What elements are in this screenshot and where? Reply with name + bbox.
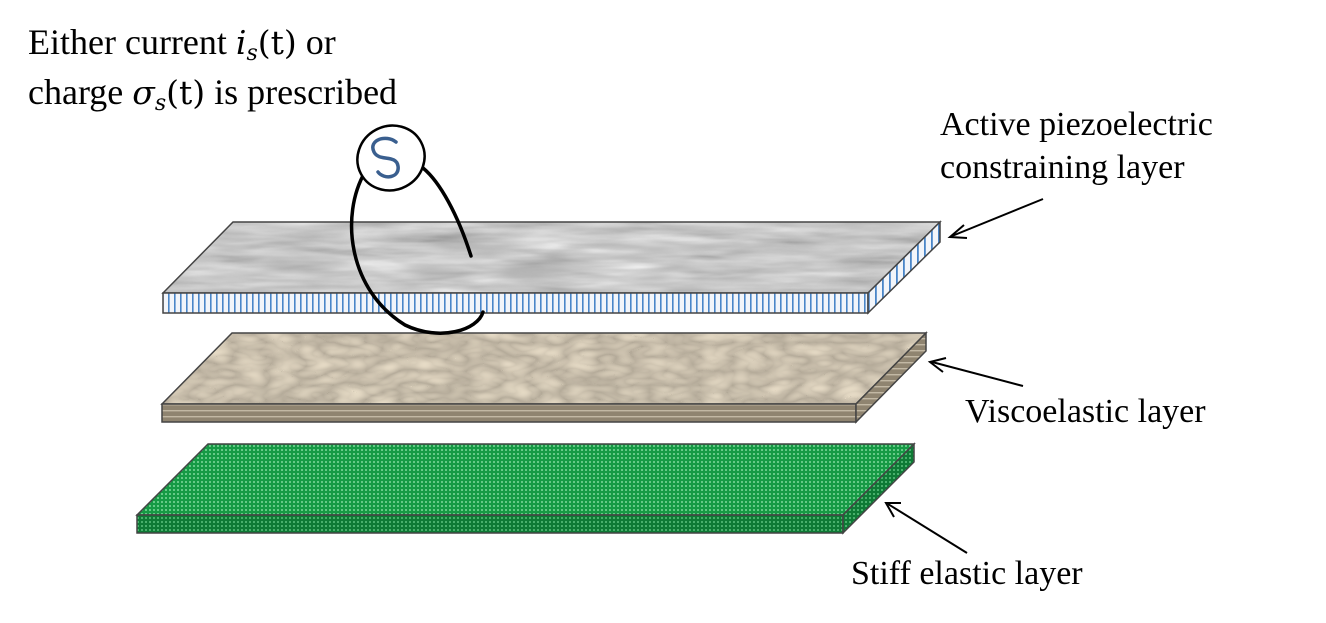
visco-front-face [161,403,857,423]
arrow-elastic [884,502,968,554]
caption-line-1: Either current is(t) or [28,24,336,65]
viscoelastic-layer [160,331,928,424]
label-viscoelastic: Viscoelastic layer [965,393,1206,430]
label-piezo-line-1: Active piezoelectric [940,106,1213,143]
arrow-piezo [947,198,1044,239]
source-circuit [349,124,485,335]
circuit-wire-right [421,166,473,258]
caption-line-1-prefix: Either current [28,22,236,62]
stiff-elastic-layer [135,442,916,535]
label-piezo-line-2: constraining layer [940,149,1185,186]
circuit-wire [349,170,485,335]
charge-symbol: σs(t) [132,73,206,116]
label-stiff-elastic: Stiff elastic layer [851,555,1083,592]
piezoelectric-layer [161,220,942,315]
visco-side-face [855,331,927,424]
caption-line-2: charge σs(t) is prescribed [28,74,397,115]
current-symbol: is(t) [235,23,297,66]
elastic-top-face [135,443,916,516]
arrow-visco [927,357,1024,387]
caption-line-2-suffix: is prescribed [205,72,398,112]
sine-wave-icon [371,136,400,179]
pointer-arrows [884,198,1044,554]
elastic-front-face [136,514,844,534]
caption-line-2-prefix: charge [28,72,133,112]
caption-line-1-suffix: or [296,22,336,62]
elastic-side-face [842,442,915,535]
piezo-side-face [867,220,941,315]
piezo-front-face [162,292,869,314]
